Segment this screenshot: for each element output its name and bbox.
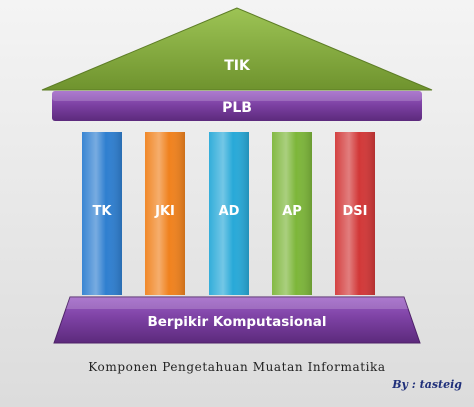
base-highlight (66, 297, 408, 309)
pillar-tk-label: TK (93, 204, 113, 219)
pillar-jki-label: JKI (154, 204, 175, 219)
pillar-ad-label: AD (219, 204, 240, 219)
pillar-tk-shine (82, 132, 122, 295)
author-credit: By : tasteig (392, 378, 462, 391)
beam-highlight (52, 91, 422, 101)
pillar-ap-shine (272, 132, 312, 295)
pillar-ap: AP (272, 132, 312, 295)
base-shape (53, 296, 421, 344)
roof-label: TIK (224, 58, 251, 74)
pillar-jki-shine (145, 132, 185, 295)
pillar-ap-label: AP (282, 204, 302, 219)
diagram-caption: Komponen Pengetahuan Muatan Informatika (88, 360, 386, 374)
pillar-tk: TK (82, 132, 122, 295)
pillar-dsi-label: DSI (343, 204, 368, 219)
pillar-ad-shine (209, 132, 249, 295)
pillar-dsi: DSI (335, 132, 375, 295)
beam-shape (52, 91, 422, 121)
pillars-group: TK JKI AD AP DSI (82, 132, 375, 295)
pillar-dsi-shine (335, 132, 375, 295)
pillar-ad: AD (209, 132, 249, 295)
roof-shape (41, 7, 433, 91)
beam-label: PLB (222, 100, 252, 116)
base-label: Berpikir Komputasional (147, 314, 326, 330)
pillar-jki: JKI (145, 132, 185, 295)
